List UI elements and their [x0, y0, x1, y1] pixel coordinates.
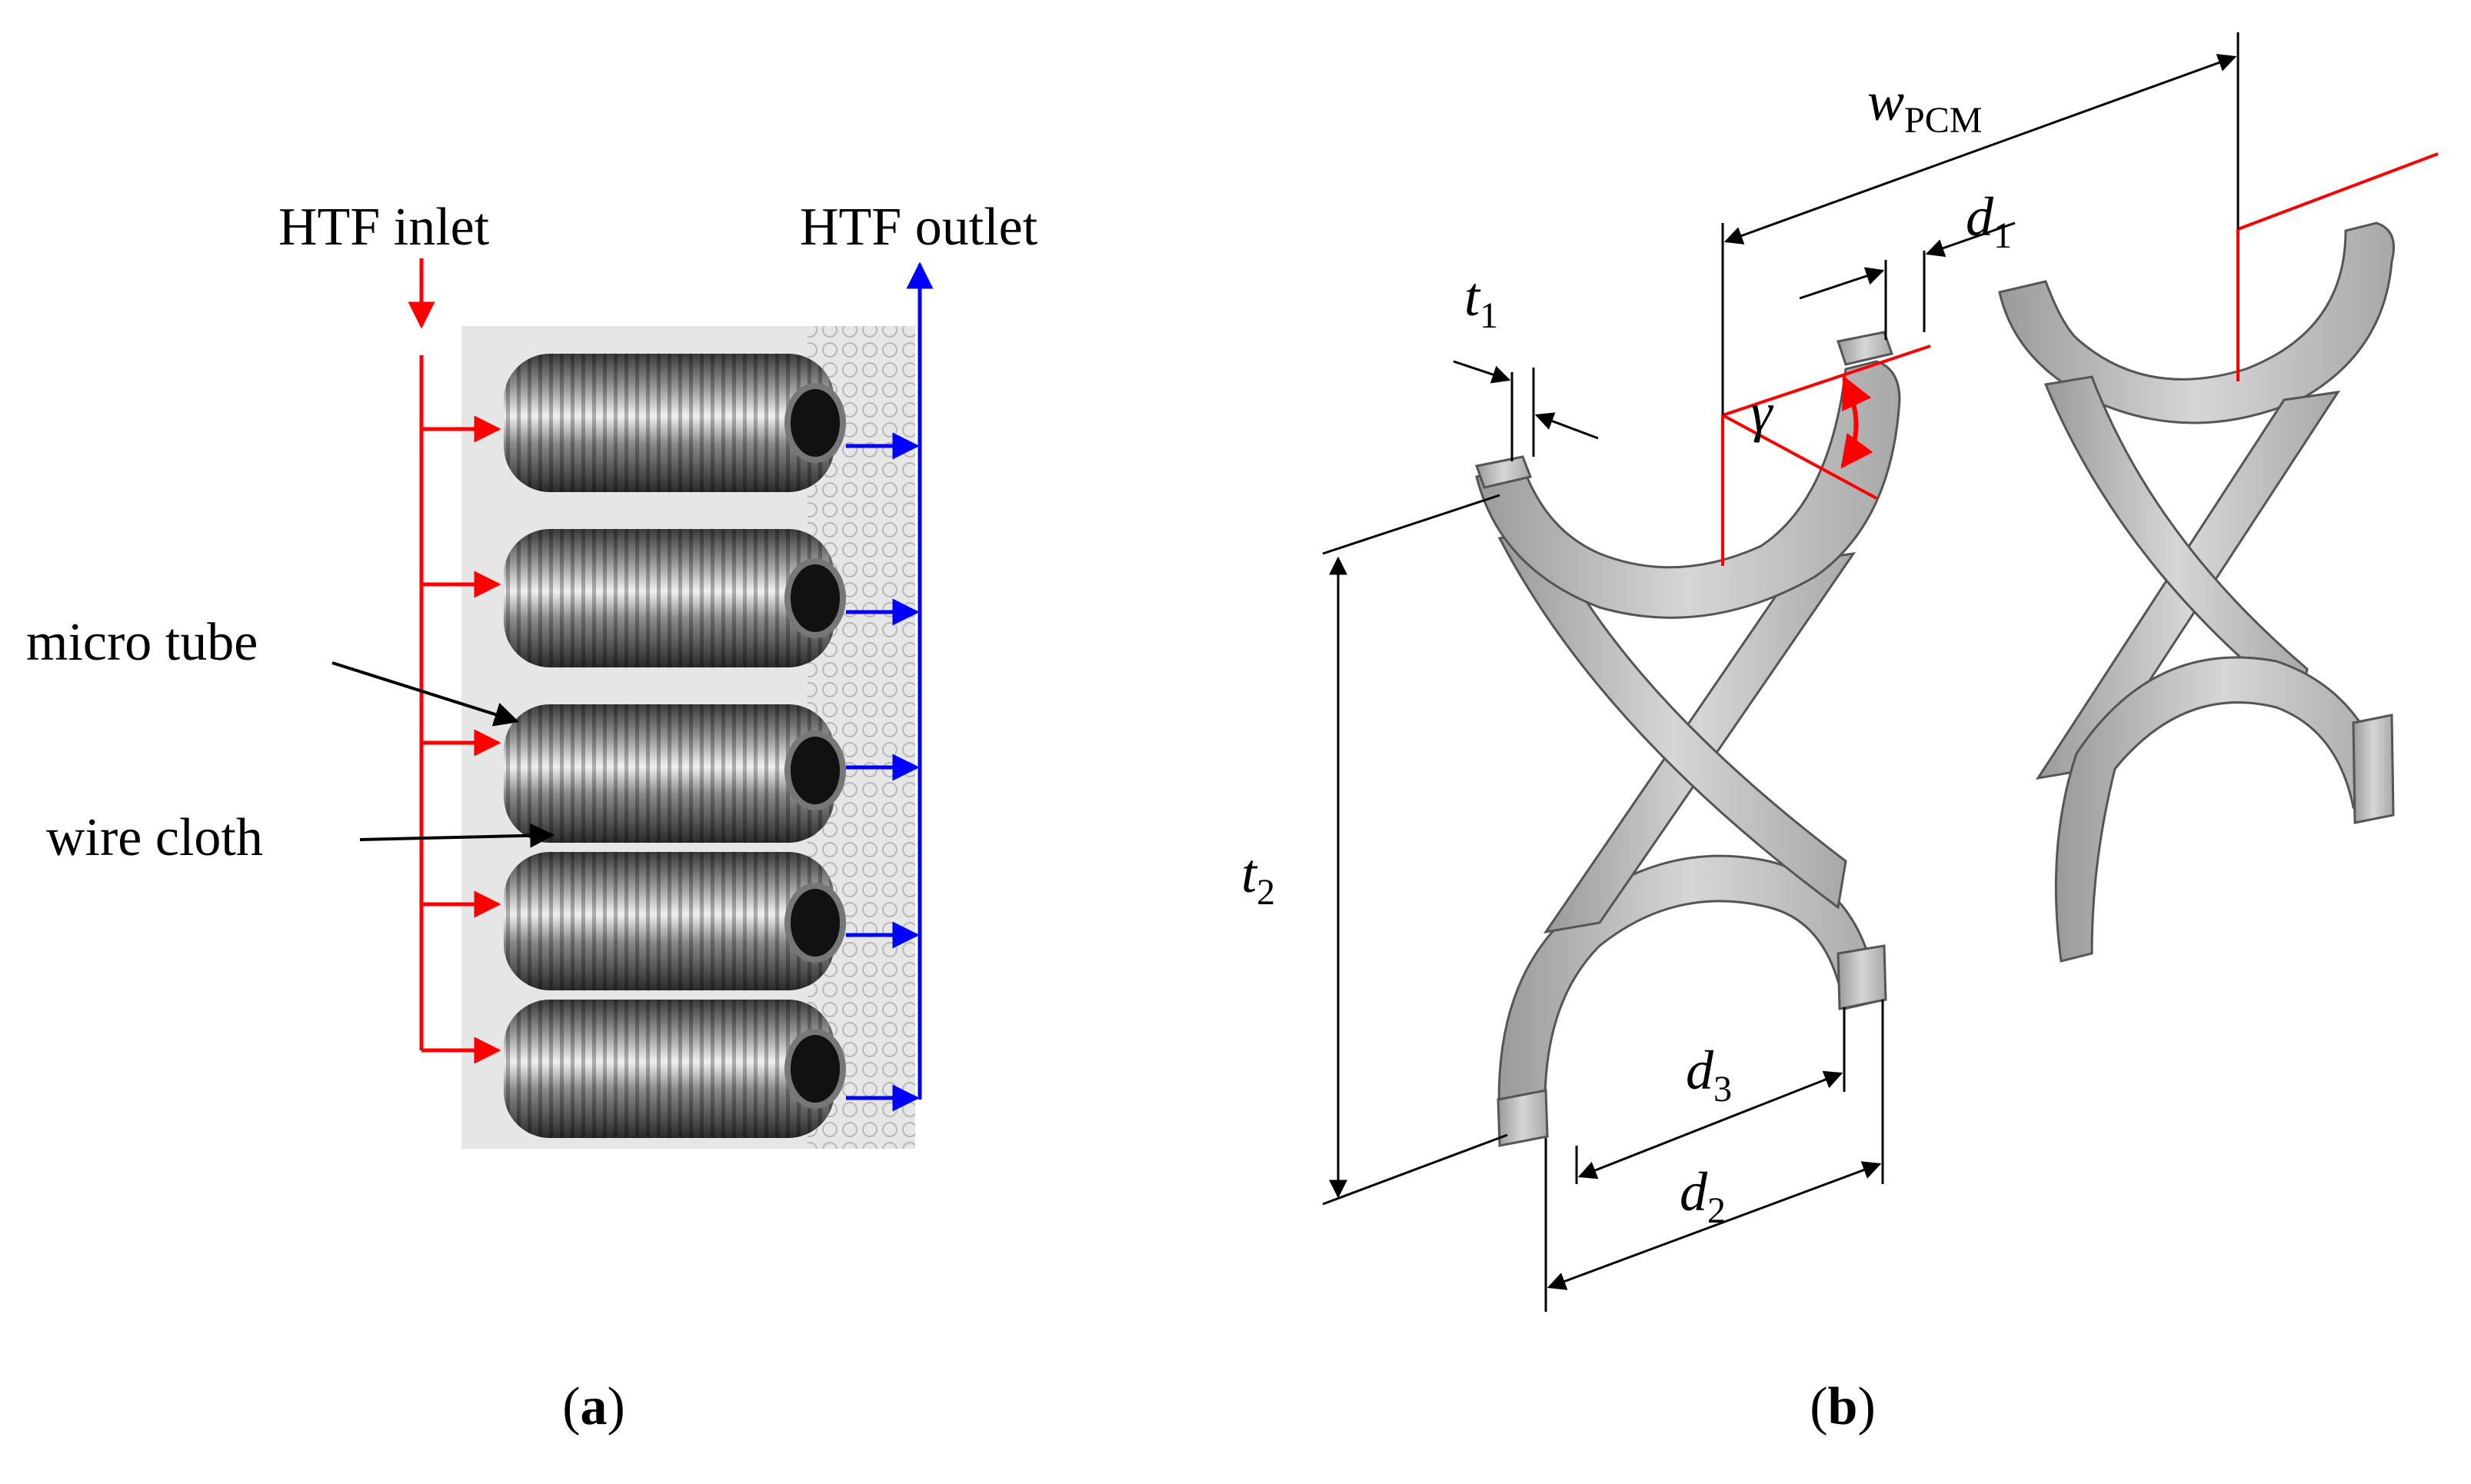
left-angle-line [1722, 414, 1877, 500]
micro-tube [504, 354, 846, 492]
d3-dimension [1577, 1070, 1843, 1180]
right-bottom-arc [2054, 656, 2393, 963]
right-structure [1998, 221, 2395, 963]
micro-tube-label: micro tube [26, 613, 258, 672]
d2-label: d2 [1680, 1161, 1726, 1231]
micro-tube [504, 529, 846, 667]
left-top-arc [1475, 360, 1901, 619]
right-top-arc [1998, 221, 2395, 424]
inlet-branch-arrows [421, 415, 501, 1064]
t1-label: t1 [1464, 266, 1498, 336]
t1-dimension-left [1453, 360, 1511, 384]
d1-label: d1 [1966, 186, 2012, 256]
htf-inlet-label: HTF inlet [278, 198, 490, 257]
d2-dimension [1547, 1161, 1882, 1290]
right-radius-line [2237, 152, 2439, 231]
left-top-tab-right [1837, 331, 1893, 366]
t1-dimension-right [1534, 412, 1599, 440]
d1-dimension-right [1925, 221, 2016, 258]
panel-b: wPCM d1 t1 γ t2 d3 d2 (b) [1241, 32, 2439, 1436]
construction-lines [1721, 152, 2439, 566]
micro-tube-pointer [331, 661, 520, 727]
micro-tube [504, 1000, 846, 1138]
panel-b-caption-letter: b [1828, 1377, 1858, 1436]
left-bottom-tab-right [1837, 944, 1887, 1010]
d3-label: d3 [1686, 1040, 1732, 1110]
left-bottom-tab-left [1497, 1089, 1549, 1147]
panel-a-caption: (a) [562, 1377, 625, 1436]
panel-b-caption: (b) [1810, 1377, 1876, 1436]
panel-a: HTF inlet HTF outlet micro tube wire clo… [26, 198, 1038, 1436]
htf-outlet-label: HTF outlet [800, 198, 1038, 257]
micro-tube [504, 704, 846, 843]
panel-a-caption-letter: a [581, 1377, 608, 1436]
gamma-label: γ [1750, 381, 1773, 443]
w-pcm-label: wPCM [1867, 71, 1982, 141]
w-pcm-dimension [1723, 54, 2237, 245]
dimension-lines [1322, 32, 2240, 1312]
outlet-branch-arrows [846, 432, 920, 1112]
d1-dimension-left [1799, 267, 1885, 300]
left-leg-b [1497, 529, 1847, 910]
left-structure [1475, 331, 1901, 1147]
micro-tube [504, 852, 846, 990]
micro-tubes [504, 354, 846, 1138]
wire-cloth-label: wire cloth [46, 808, 263, 867]
gamma-arc [1840, 375, 1873, 469]
wire-cloth-pointer [359, 823, 555, 848]
left-radius-line [1722, 344, 1931, 417]
right-bottom-tab [2352, 714, 2395, 824]
left-top-tab-left [1475, 455, 1533, 489]
t2-label: t2 [1241, 843, 1275, 913]
